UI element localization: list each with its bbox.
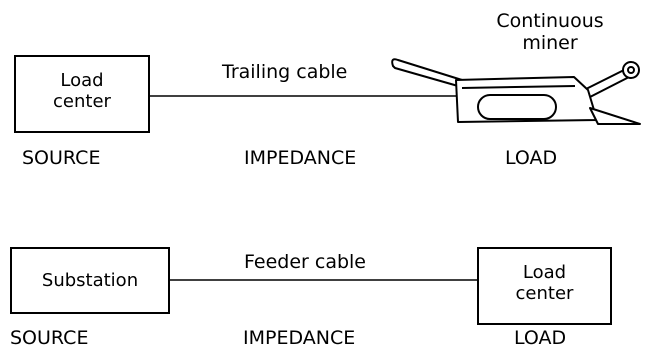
- continuous-miner-line1: Continuous: [496, 10, 604, 32]
- top-impedance-label: IMPEDANCE: [244, 147, 357, 169]
- bottom-load-label: LOAD: [514, 327, 567, 349]
- load-center-line2: center: [53, 91, 111, 112]
- trailing-cable-label: Trailing cable: [222, 61, 348, 83]
- load-center-bottom-line1: Load: [522, 262, 567, 283]
- top-source-label: SOURCE: [22, 147, 101, 169]
- continuous-miner-icon: [391, 58, 641, 125]
- top-load-label: LOAD: [505, 147, 558, 169]
- load-center-line1: Load: [60, 70, 104, 91]
- substation-box: [10, 247, 170, 314]
- load-center-bottom-box: [477, 247, 612, 325]
- load-center-box: [14, 55, 150, 133]
- bottom-impedance-label: IMPEDANCE: [243, 327, 356, 349]
- feeder-cable-label: Feeder cable: [244, 251, 366, 273]
- load-center-bottom-line2: center: [515, 283, 574, 304]
- continuous-miner-line2: miner: [522, 32, 578, 54]
- bottom-source-label: SOURCE: [10, 327, 89, 349]
- load-center-bottom-box-label: Load center: [477, 262, 612, 304]
- continuous-miner-label: Continuous miner: [495, 10, 605, 54]
- load-center-box-label: Load center: [14, 70, 150, 112]
- substation-box-label: Substation: [41, 270, 139, 291]
